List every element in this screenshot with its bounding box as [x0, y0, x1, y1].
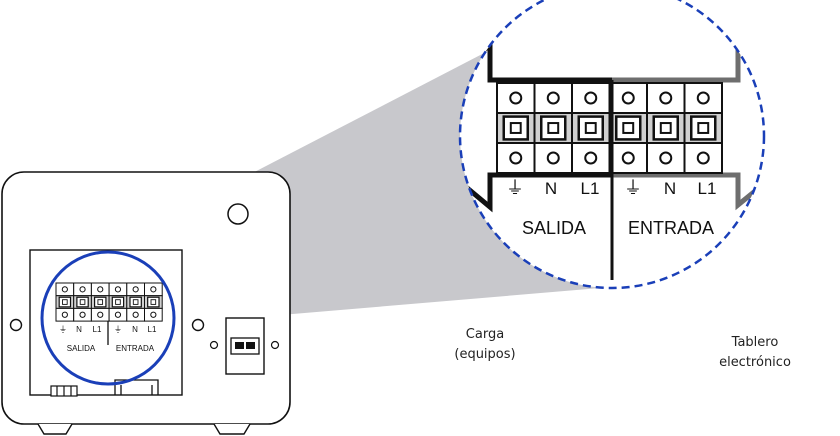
small-terminal-5-row-1	[126, 282, 146, 297]
panel-label-line2: electrónico	[719, 355, 791, 370]
large-terminal-3-row-2	[571, 112, 611, 144]
small-terminal-6-row-3	[144, 307, 163, 322]
large-group-output: SALIDA	[522, 218, 586, 238]
small-terminal-1-row-2	[55, 295, 75, 309]
small-group-input: ENTRADA	[116, 344, 155, 353]
small-label-ground-out: ⏚	[59, 325, 67, 334]
device-foot-right	[213, 423, 251, 435]
small-label-n-in: N	[132, 325, 138, 334]
bottom-bracket	[114, 379, 159, 395]
small-terminal-1-row-1	[55, 282, 75, 297]
large-label-l1-in: L1	[698, 179, 717, 198]
bottom-connector	[50, 385, 78, 397]
small-terminal-5-row-3	[126, 307, 146, 322]
small-terminal-2-row-3	[73, 307, 92, 322]
breaker-toggle-1	[235, 342, 244, 349]
small-label-n-out: N	[76, 325, 82, 334]
large-terminal-1-row-3	[496, 142, 536, 174]
large-label-ground-in: ⏚	[624, 178, 642, 198]
output-arrow	[460, 39, 612, 213]
small-terminal-3-row-3	[90, 307, 110, 322]
terminal-panel	[29, 249, 183, 396]
small-terminal-4-row-2	[108, 295, 128, 309]
large-terminal-6-row-1	[683, 82, 723, 114]
large-terminal-2-row-2	[533, 112, 573, 144]
large-label-l1-out: L1	[581, 179, 600, 198]
load-label-line1: Carga	[465, 327, 505, 342]
device-foot-left	[37, 423, 73, 435]
large-terminal-4-row-1	[608, 82, 648, 114]
small-terminal-2-row-2	[73, 295, 92, 309]
large-label-n-out: N	[545, 179, 557, 198]
large-group-input: ENTRADA	[628, 218, 714, 238]
screw-left	[9, 318, 23, 332]
small-label-l1-out: L1	[93, 325, 102, 334]
panel-label-line1: Tablero	[731, 335, 779, 350]
small-terminal-5-row-2	[126, 295, 146, 309]
large-terminal-4-row-3	[608, 142, 648, 174]
large-terminal-3-row-1	[571, 82, 611, 114]
small-terminal-3-row-2	[90, 295, 110, 309]
small-terminal-block	[55, 282, 163, 322]
large-label-ground-out: ⏚	[506, 178, 524, 198]
small-terminal-6-row-2	[144, 295, 163, 309]
small-terminal-1-row-3	[55, 307, 75, 322]
panel-label: Tablero electrónico	[700, 333, 810, 373]
small-terminal-6-row-1	[144, 282, 163, 297]
large-terminal-6-row-2	[683, 112, 723, 144]
small-terminal-4-row-1	[108, 282, 128, 297]
breaker-screw-right	[270, 340, 280, 350]
large-terminal-block	[496, 82, 723, 174]
large-terminal-2-row-1	[533, 82, 573, 114]
small-terminal-labels: ⏚ N L1 ⏚ N L1 SALIDA ENTRADA	[59, 325, 157, 353]
small-label-ground-in: ⏚	[114, 325, 122, 334]
load-label: Carga (equipos)	[430, 325, 540, 365]
small-terminal-3-row-1	[90, 282, 110, 297]
breaker-toggle-2	[246, 342, 255, 349]
magnified-zoom-circle	[458, 0, 766, 290]
small-terminal-4-row-3	[108, 307, 128, 322]
large-terminal-1-row-1	[496, 82, 536, 114]
large-terminal-2-row-3	[533, 142, 573, 174]
screw-mid	[191, 318, 205, 332]
large-terminal-5-row-3	[646, 142, 686, 174]
small-zoom-circle	[40, 250, 176, 386]
large-terminal-6-row-3	[683, 142, 723, 174]
large-terminal-1-row-2	[496, 112, 536, 144]
large-terminal-5-row-1	[646, 82, 686, 114]
large-terminal-4-row-2	[608, 112, 648, 144]
breaker-screw-left	[209, 340, 219, 350]
input-arrow	[612, 42, 764, 211]
large-terminal-3-row-3	[571, 142, 611, 174]
large-label-n-in: N	[664, 179, 676, 198]
small-label-l1-in: L1	[148, 325, 157, 334]
load-label-line2: (equipos)	[454, 347, 516, 362]
large-terminal-5-row-2	[646, 112, 686, 144]
screw-top-right	[227, 203, 249, 225]
small-group-output: SALIDA	[67, 344, 96, 353]
small-terminal-2-row-1	[73, 282, 92, 297]
